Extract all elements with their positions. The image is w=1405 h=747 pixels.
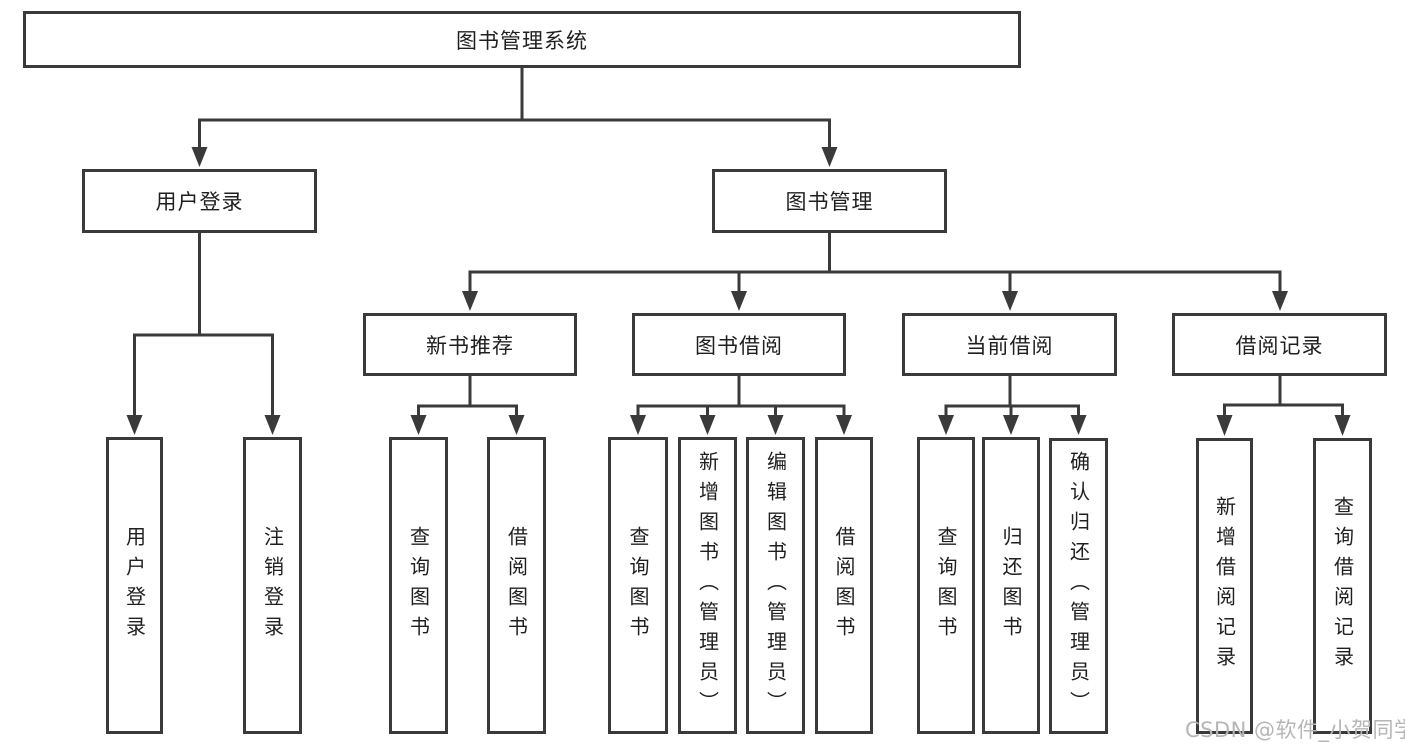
node-book-borrowing: 图书借阅 <box>632 313 846 376</box>
node-user-login: 用户登录 <box>82 169 317 233</box>
node-borrowing-records: 借阅记录 <box>1172 313 1387 376</box>
leaf-current-return-books: 归还图书 <box>982 437 1040 734</box>
leaf-current-confirm-return-admin: 确认归还（管理员） <box>1049 438 1108 734</box>
leaf-borrowing-borrow-books: 借阅图书 <box>815 437 873 734</box>
leaf-records-add-record: 新增借阅记录 <box>1196 438 1253 734</box>
node-root: 图书管理系统 <box>23 11 1021 68</box>
leaf-records-query-record: 查询借阅记录 <box>1313 438 1372 734</box>
leaf-borrowing-edit-books-admin: 编辑图书（管理员） <box>746 437 805 734</box>
leaf-borrowing-query-books: 查询图书 <box>608 437 668 734</box>
leaf-current-query-books: 查询图书 <box>917 437 975 734</box>
leaf-logout: 注销登录 <box>243 437 302 734</box>
leaf-borrowing-add-books-admin: 新增图书（管理员） <box>678 437 737 734</box>
node-current-borrowing: 当前借阅 <box>902 313 1117 376</box>
node-book-management: 图书管理 <box>712 169 947 233</box>
leaf-newbook-query-books: 查询图书 <box>389 437 448 734</box>
leaf-newbook-borrow-books: 借阅图书 <box>487 437 546 734</box>
node-new-book-recommend: 新书推荐 <box>363 313 577 376</box>
leaf-user-login: 用户登录 <box>106 437 163 734</box>
watermark: CSDN @软件_小贺同学 <box>1185 718 1405 742</box>
